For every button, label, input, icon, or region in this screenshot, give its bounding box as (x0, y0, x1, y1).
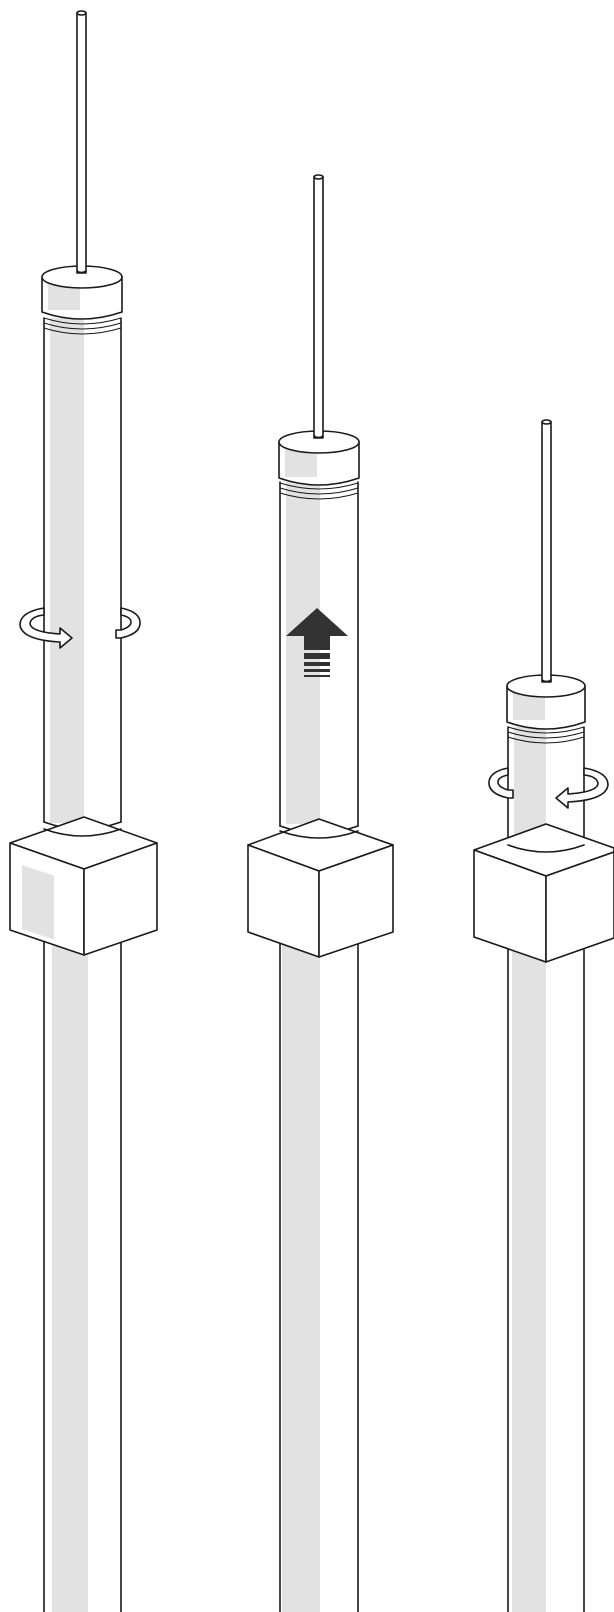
inner-pole (43, 317, 122, 830)
clamp-block (9, 816, 158, 956)
thin-rod (76, 10, 87, 274)
lower-pole (279, 929, 359, 1612)
lower-pole (507, 934, 585, 1612)
clamp-block (247, 818, 394, 958)
clamp-block (473, 823, 614, 963)
up-arrow-icon (286, 608, 348, 677)
inner-pole (279, 481, 359, 834)
thin-rod (541, 419, 552, 683)
pole-cap (41, 265, 123, 335)
rotate-clockwise-icon (19, 607, 141, 649)
lower-pole (43, 929, 122, 1612)
panel-twist-back (473, 419, 614, 1612)
rotate-counterclockwise-icon (488, 767, 609, 809)
pole-cap (506, 674, 586, 744)
panel-pull-up (247, 174, 394, 1612)
pole-cap (278, 430, 360, 500)
thin-rod (313, 174, 324, 439)
panel-twist (9, 10, 158, 1612)
